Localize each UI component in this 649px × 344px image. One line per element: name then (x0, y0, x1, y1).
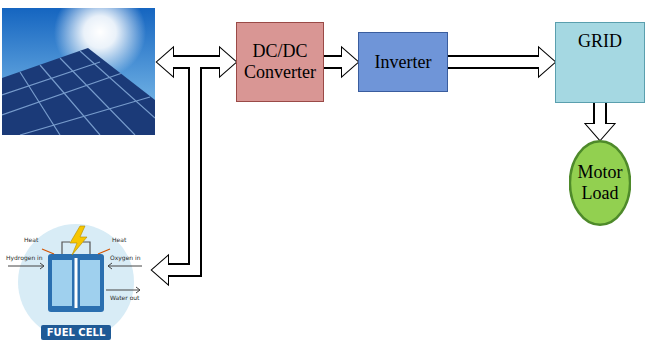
block-arrow (152, 48, 236, 284)
node-label: FUEL CELL (41, 325, 112, 341)
arrow-head-fill (342, 48, 358, 76)
block-arrow-fill (448, 48, 555, 76)
arrow-fill (448, 57, 540, 67)
arrow-head-fill (586, 124, 614, 140)
block-arrow-fill (152, 48, 236, 284)
illustration-label: Hydrogen in (6, 254, 43, 261)
arrow-head (342, 48, 358, 76)
membrane (75, 258, 78, 308)
arrow-outline (448, 55, 540, 69)
solar-arrow-head (157, 48, 173, 76)
arrow-head (152, 256, 168, 284)
block-arrow (586, 103, 614, 140)
ellipse-shape (570, 141, 630, 224)
solar-panel (2, 48, 155, 135)
arrow-head (539, 48, 555, 76)
hydrogen-arrow (8, 263, 44, 269)
node-label: Motor Load (575, 162, 625, 203)
solar-arrow-shaft (172, 55, 200, 69)
solar-arrow-fill (171, 57, 201, 67)
electrode (80, 260, 100, 306)
oxygen-arrow (108, 263, 142, 269)
node-label: DC/DC Converter (240, 41, 320, 82)
inverter-box: Inverter (358, 32, 448, 92)
grid-box: GRID (555, 22, 645, 103)
solar-arrow-fill (157, 48, 201, 76)
electrode (52, 260, 72, 306)
heat-arrow (42, 249, 110, 254)
block-arrow-fill (324, 48, 358, 76)
illustration-label: Heat (112, 236, 126, 243)
arrow-outline (324, 55, 343, 69)
arrow-head (220, 48, 236, 76)
illustration-label: Heat (24, 236, 38, 243)
arrow-fill (167, 62, 221, 270)
node-label: Inverter (375, 52, 432, 73)
motor-load-ellipse: Motor Load (569, 140, 631, 226)
arrow-outline (593, 103, 607, 125)
block-arrow (448, 48, 555, 76)
arrow-head (586, 124, 614, 140)
water-arrow (106, 287, 140, 293)
node-label: GRID (578, 31, 622, 52)
block-arrow (324, 48, 358, 76)
arrow-fill (595, 103, 605, 125)
panel-grid (2, 51, 155, 135)
arrow-head-fill (220, 48, 236, 76)
arrow-head-fill (152, 256, 168, 284)
solar-arrow-head-fill (157, 48, 173, 76)
fuel-cell-picture (8, 224, 142, 340)
arrow-fill (324, 57, 343, 67)
converter-box: DC/DC Converter (236, 22, 324, 102)
lightning-bolt (70, 226, 87, 255)
arrow-outline (167, 62, 221, 270)
block-arrow-fill (586, 103, 614, 140)
cell-body (48, 254, 104, 312)
solar-panel-picture (2, 0, 155, 135)
illustration-label: Water out (110, 294, 139, 301)
fuel-cell-ground (18, 224, 134, 340)
arrow-head-fill (539, 48, 555, 76)
illustration-label: Oxygen in (110, 254, 141, 261)
